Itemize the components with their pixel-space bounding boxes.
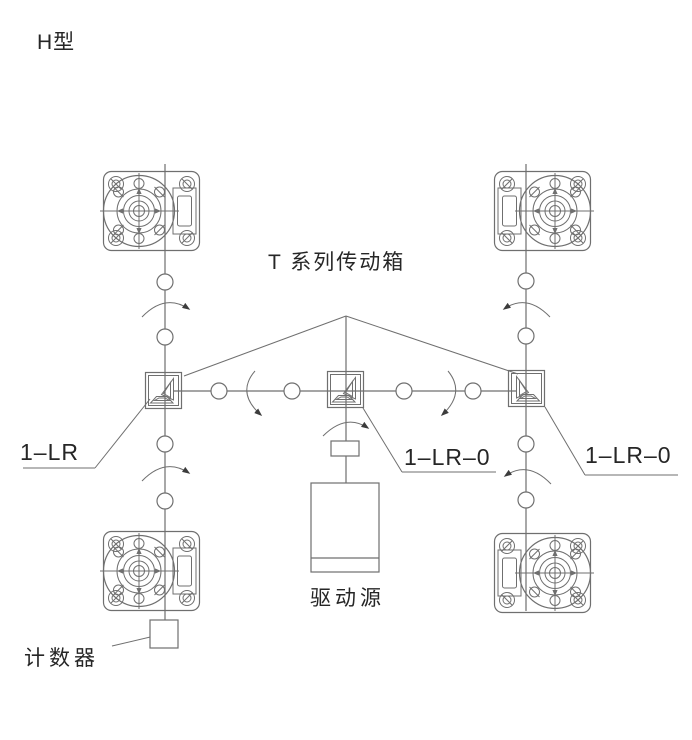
gearbox-top-right bbox=[493, 170, 595, 252]
shaft-label-1-lr-0-center: 1–LR–0 bbox=[404, 444, 491, 470]
shaft-couplings bbox=[156, 272, 535, 510]
diagram-type-title: H型 bbox=[37, 31, 76, 54]
rotation-arrows bbox=[141, 302, 552, 485]
t-series-leader-lines bbox=[183, 315, 519, 377]
callout-leader-1-lr-0-center bbox=[362, 407, 496, 473]
gearbox-bottom-right bbox=[493, 532, 595, 614]
shaft-label-1-lr-0-right: 1–LR–0 bbox=[585, 442, 672, 468]
gearbox-bottom-left bbox=[99, 530, 201, 612]
shaft-label-1-lr: 1–LR bbox=[20, 439, 79, 465]
callout-leader-1-lr bbox=[23, 398, 151, 469]
counter-label: 计数器 bbox=[24, 647, 99, 670]
gearbox-top-left bbox=[99, 170, 201, 252]
t-series-gearbox-label: T 系列传动箱 bbox=[268, 251, 406, 274]
counter-box bbox=[149, 619, 179, 649]
drive-coupling-block bbox=[330, 440, 360, 457]
drive-source-label: 驱动源 bbox=[310, 587, 385, 610]
callout-leader-1-lr-0-right bbox=[544, 406, 678, 476]
drive-source-box bbox=[310, 482, 380, 573]
